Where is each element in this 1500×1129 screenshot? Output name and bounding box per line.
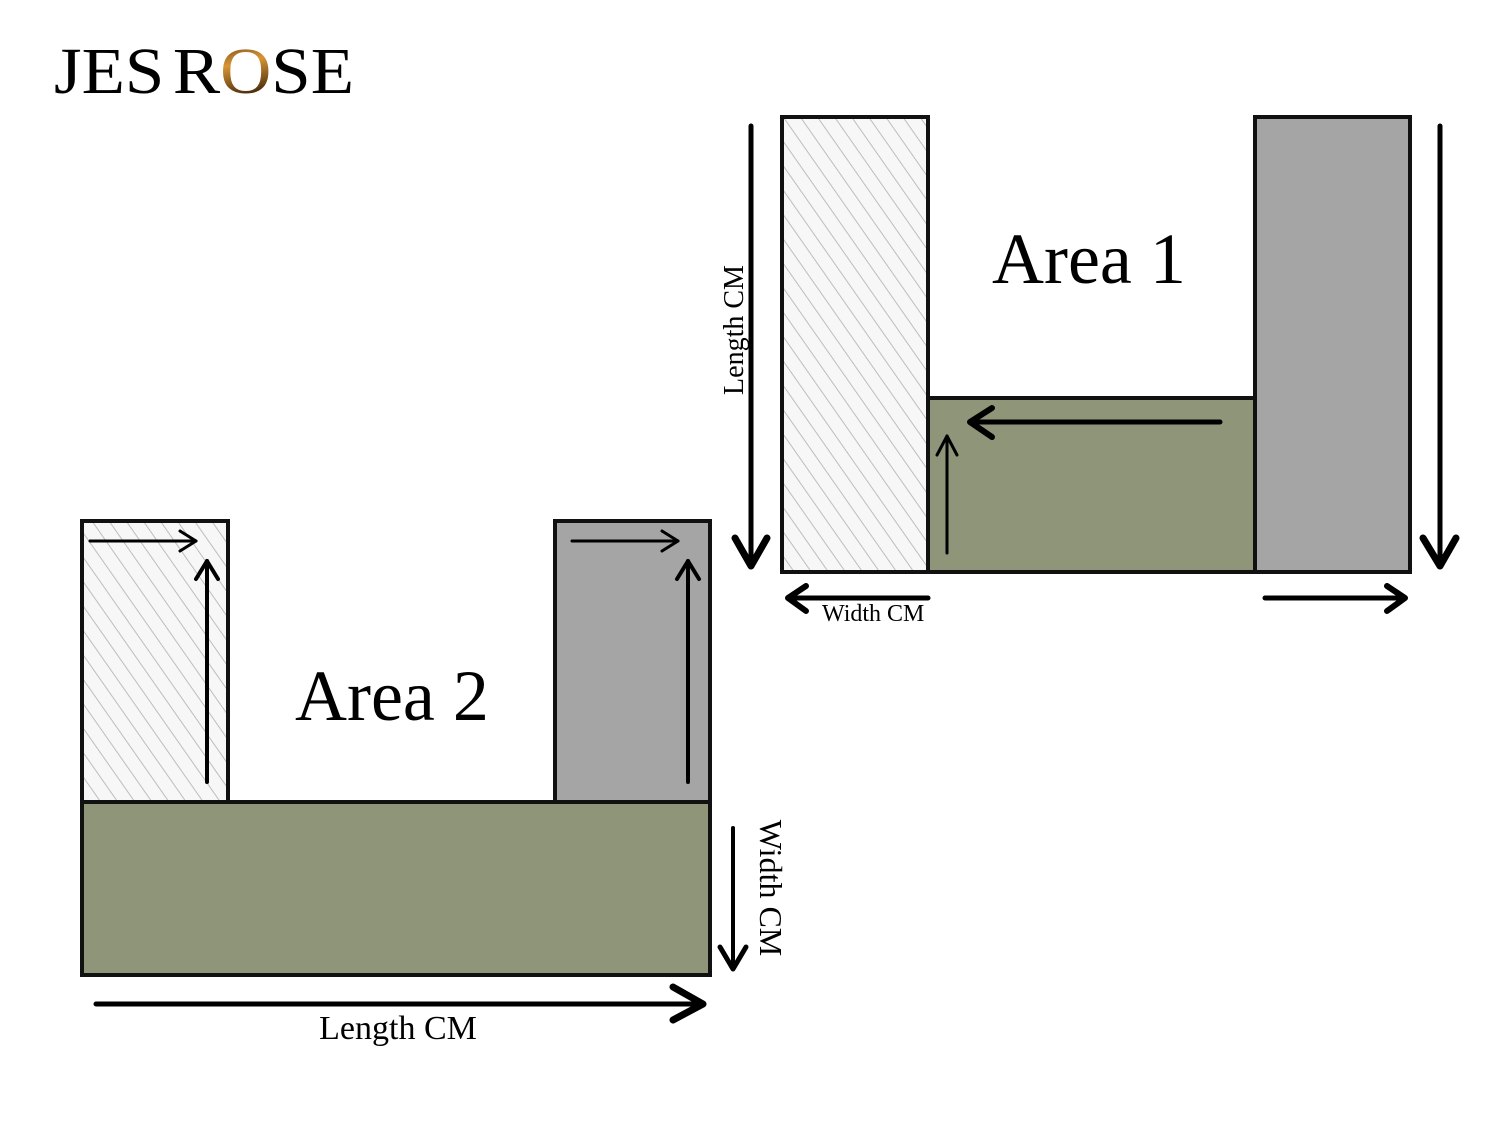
area1-width-arrow-right <box>1262 583 1408 614</box>
logo-r: R <box>173 35 220 108</box>
logo-se: SE <box>271 35 354 108</box>
area1-left-length-arrow <box>731 123 771 570</box>
logo-leopard-o: O <box>220 35 271 108</box>
area2-left-vertical-arrow <box>194 559 220 784</box>
area1-inner-horizontal-arrow <box>967 405 1223 440</box>
area2-title: Area 2 <box>295 656 489 736</box>
area1-right-length-arrow <box>1419 123 1460 570</box>
area-1-diagram: Area 1 Length CM Width CM <box>719 115 1460 627</box>
logo-jes: JES <box>54 35 164 108</box>
area1-title: Area 1 <box>992 219 1186 299</box>
area1-width-label: Width CM <box>822 601 924 627</box>
area2-right-horizontal-arrow <box>570 529 680 553</box>
area2-length-label: Length CM <box>319 1010 477 1047</box>
area1-inner-vertical-arrow <box>935 434 959 555</box>
area2-length-arrow <box>93 983 707 1024</box>
area1-right-gray-section <box>1253 115 1412 574</box>
area2-green-section <box>80 800 712 977</box>
area1-width-arrow-left <box>785 583 931 614</box>
area2-width-arrow <box>717 826 749 972</box>
area-2-diagram: Area 2 Length CM Width CM <box>80 519 789 1047</box>
area1-left-hatched-section <box>780 115 930 574</box>
area1-length-label: Length CM <box>719 265 750 395</box>
area2-left-horizontal-arrow <box>88 529 198 553</box>
area2-right-vertical-arrow <box>675 559 701 784</box>
area2-width-label: Width CM <box>753 820 789 957</box>
